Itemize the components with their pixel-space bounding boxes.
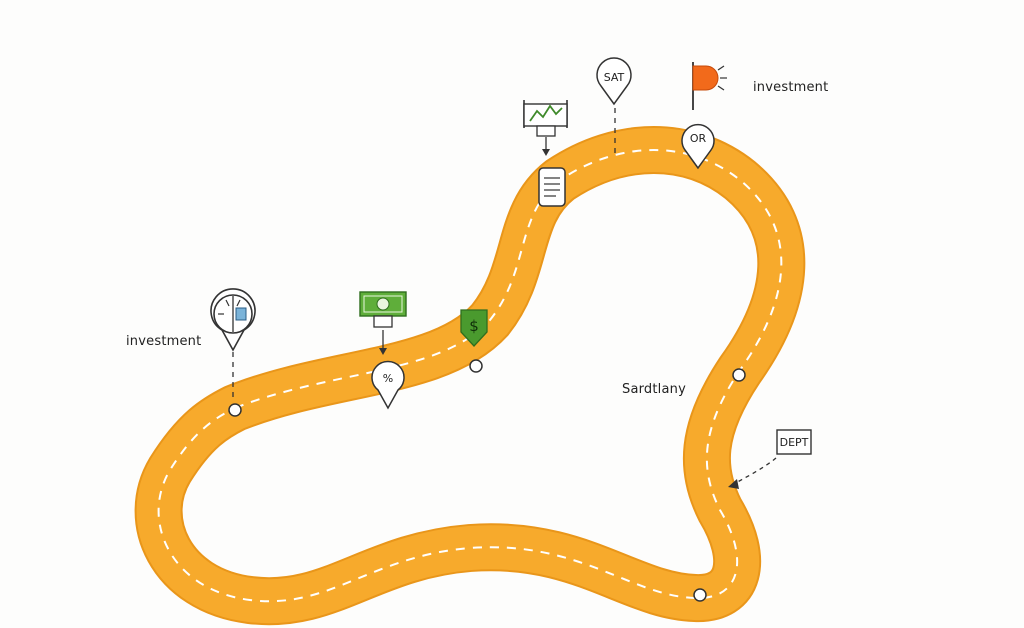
dept-group: DEPT (728, 429, 812, 489)
waypoint-1[interactable] (228, 403, 242, 417)
flag-icon[interactable] (692, 62, 727, 110)
chart-arrow-head (542, 149, 550, 156)
chart-document-group (523, 100, 568, 207)
percent-pin-label: % (383, 372, 393, 385)
dept-arrow-line (733, 457, 777, 485)
waypoint-3[interactable] (732, 368, 746, 382)
cash-icon[interactable] (359, 291, 407, 328)
or-pin[interactable]: OR (681, 123, 715, 170)
waypoint-2[interactable] (469, 359, 483, 373)
dollar-shield-label: $ (469, 317, 479, 335)
cash-pin-group: % (359, 291, 407, 410)
waypoint-4[interactable] (693, 588, 707, 602)
dept-arrow-head (728, 479, 739, 489)
dept-box[interactable]: DEPT (776, 429, 812, 455)
waypoints (228, 359, 746, 602)
middle-note-label: Sardtlany (622, 382, 686, 397)
flag-group: OR investment (681, 62, 828, 170)
investment-label-left: investment (126, 334, 201, 349)
chart-board-icon[interactable] (523, 100, 568, 137)
document-icon[interactable] (538, 167, 566, 207)
cash-arrow-head (379, 348, 387, 355)
clock-icon[interactable] (210, 288, 256, 352)
dollar-shield-icon[interactable]: $ (460, 309, 488, 347)
percent-pin[interactable]: % (371, 360, 405, 410)
investment-label-right: investment (753, 80, 828, 95)
winding-road (134, 126, 806, 626)
dept-box-label: DEPT (780, 436, 809, 449)
clock-pin-group: investment (126, 288, 256, 402)
road-surface (136, 128, 804, 624)
sat-pin-group: SAT (596, 57, 632, 155)
or-pin-label: OR (690, 132, 707, 145)
sat-pin-label: SAT (604, 71, 625, 84)
sat-pin[interactable]: SAT (596, 57, 632, 106)
road-lane-markings (157, 149, 783, 603)
